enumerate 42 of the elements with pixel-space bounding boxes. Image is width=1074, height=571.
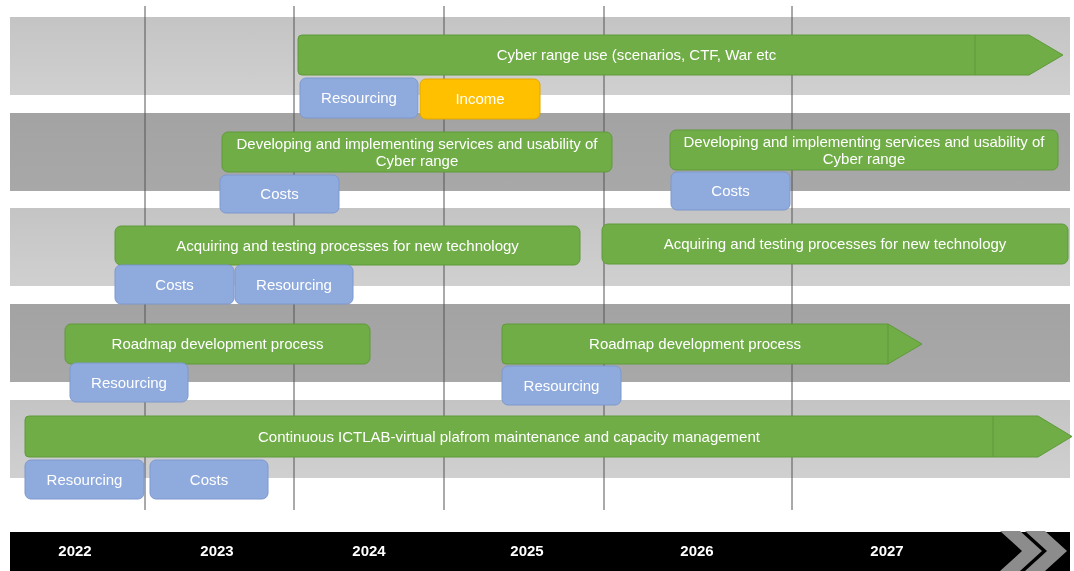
- resource-tag: [220, 175, 339, 213]
- task-label: Resourcing: [91, 373, 167, 391]
- year-label: 2023: [200, 542, 234, 559]
- task-bar: [670, 130, 1058, 170]
- resource-tag: [115, 265, 234, 304]
- resource-tag: [300, 78, 418, 118]
- year-label: 2024: [352, 542, 386, 559]
- task-label: Roadmap development process: [589, 335, 801, 353]
- task-label: Acquiring and testing processes for new technology: [663, 235, 1007, 253]
- resource-tag: [671, 172, 790, 210]
- task-label: Costs: [260, 185, 299, 203]
- task-label: Developing and implementing services and usability of Cyber range: [236, 134, 598, 169]
- task-label: Continuous ICTLAB-virtual plafrom maintenance and capacity management: [258, 427, 760, 445]
- task-label: Costs: [189, 470, 229, 488]
- task-label: Cyber range use (scenarios, CTF, War etc: [496, 46, 777, 64]
- task-bar: [602, 224, 1068, 264]
- task-label: Roadmap development process: [111, 335, 324, 353]
- task-label: Income: [455, 90, 505, 108]
- arrow-task-bar: [502, 324, 922, 364]
- resource-tag: [25, 460, 144, 499]
- income-tag: [420, 79, 540, 119]
- task-label: Resourcing: [46, 470, 123, 488]
- year-label: 2022: [58, 542, 92, 559]
- task-label: Acquiring and testing processes for new technology: [176, 236, 519, 254]
- task-label: Costs: [711, 182, 750, 200]
- resource-tag: [150, 460, 268, 499]
- arrow-task-bar: [25, 416, 1072, 457]
- resource-tag: [502, 366, 621, 405]
- year-label: 2026: [680, 542, 714, 559]
- year-label: 2025: [510, 542, 544, 559]
- task-bar: [65, 324, 370, 364]
- task-label: Resourcing: [321, 89, 397, 107]
- resource-tag: [70, 363, 188, 402]
- task-bar: [115, 226, 580, 265]
- task-label: Resourcing: [523, 376, 600, 394]
- resource-tag: [235, 265, 353, 304]
- task-label: Developing and implementing services and usability of Cyber range: [683, 132, 1045, 167]
- task-label: Resourcing: [256, 275, 332, 293]
- arrow-task-bar: [298, 35, 1063, 75]
- year-label: 2027: [870, 542, 904, 559]
- task-bar: [222, 132, 612, 172]
- task-label: Costs: [155, 275, 194, 293]
